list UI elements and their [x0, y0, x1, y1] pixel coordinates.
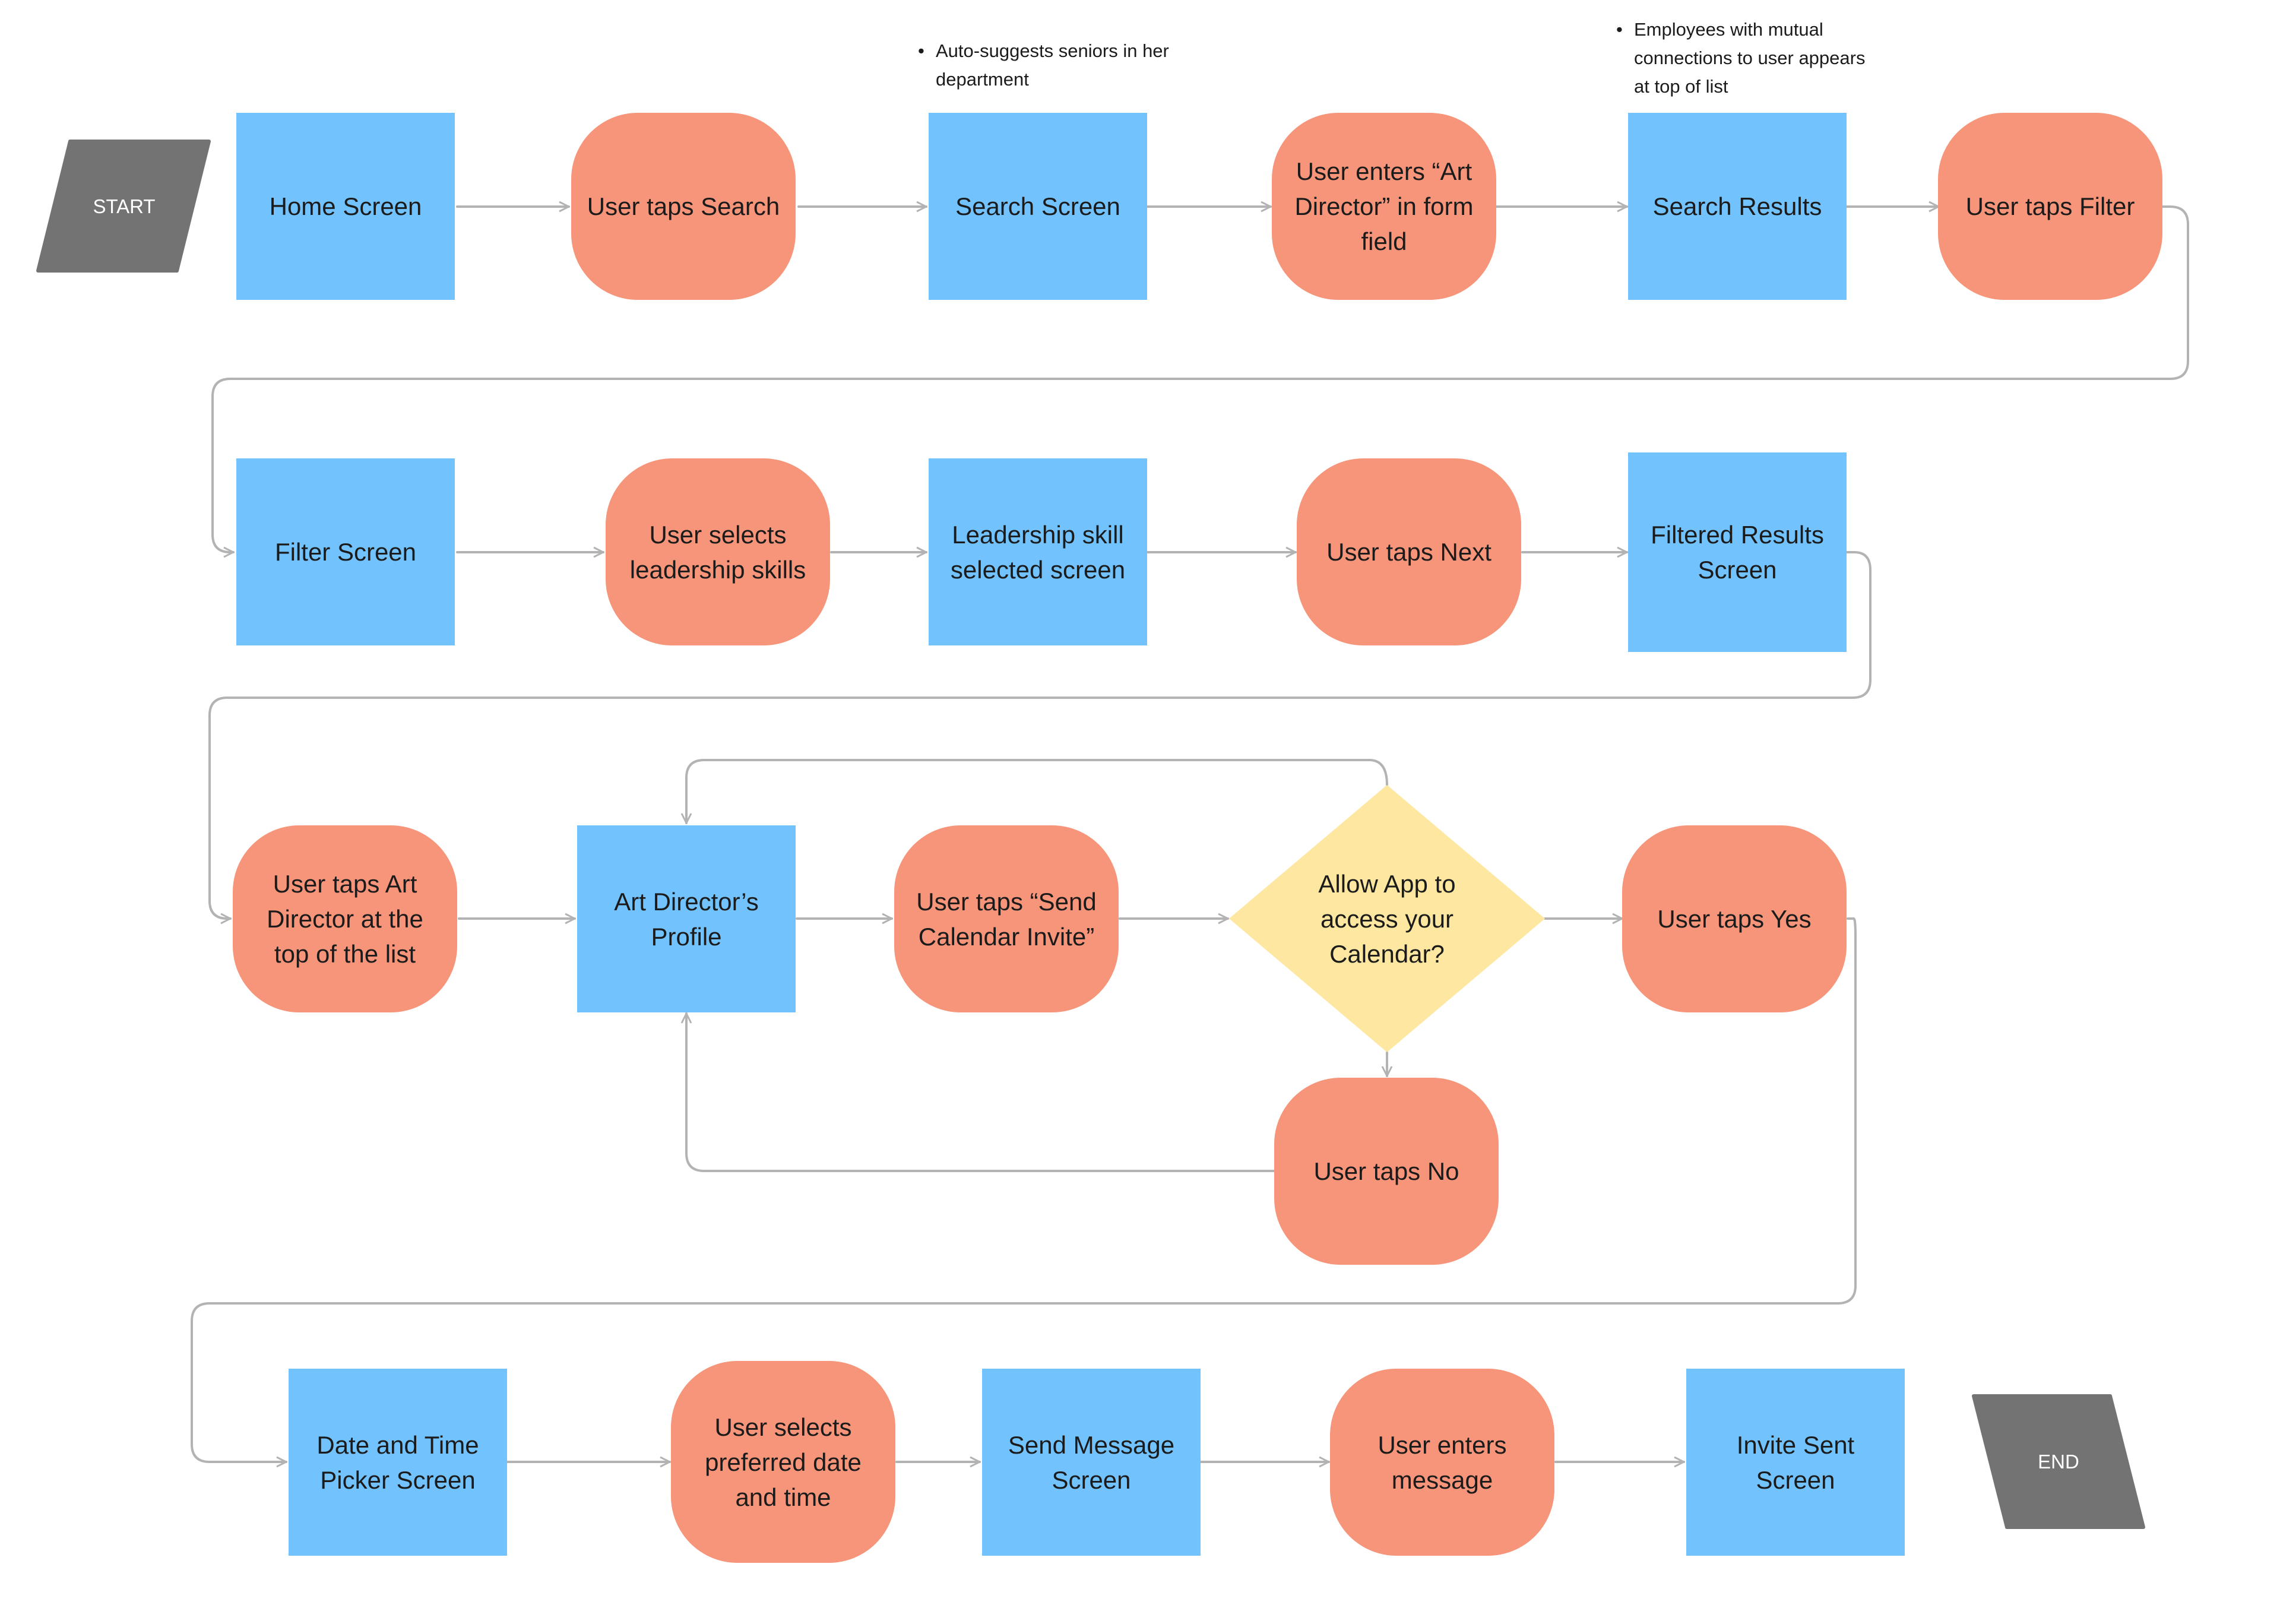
- invite-sent-screen-node: Invite Sent Screen: [1686, 1369, 1905, 1556]
- user-taps-next-node: User taps Next: [1297, 458, 1521, 645]
- filtered-results-screen-node: Filtered Results Screen: [1628, 452, 1847, 652]
- end-label: END: [2038, 1451, 2079, 1473]
- user-taps-art-director-node: User taps Art Director at the top of the…: [233, 825, 457, 1012]
- send-message-screen-node: Send Message Screen: [982, 1369, 1201, 1556]
- art-directors-profile-node: Art Director’s Profile: [577, 825, 796, 1012]
- calendar-access-decision-node: Allow App to access your Calendar?: [1229, 785, 1545, 1052]
- date-time-picker-screen-node: Date and Time Picker Screen: [289, 1369, 507, 1556]
- user-selects-leadership-skills-node: User selects leadership skills: [606, 458, 830, 645]
- parallelogram-shape: [36, 140, 211, 273]
- diamond-shape: [1229, 785, 1545, 1052]
- search-results-note: Employees with mutual connections to use…: [1616, 15, 1883, 101]
- home-screen-node: Home Screen: [236, 113, 455, 300]
- user-enters-message-node: User enters message: [1330, 1369, 1554, 1556]
- start-terminal: START: [36, 138, 213, 274]
- search-screen-node: Search Screen: [929, 113, 1147, 300]
- start-label: START: [93, 195, 156, 217]
- search-screen-note: Auto-suggests seniors in her department: [918, 37, 1209, 94]
- filter-screen-node: Filter Screen: [236, 458, 455, 645]
- parallelogram-shape: [1972, 1394, 2145, 1529]
- user-taps-no-node: User taps No: [1274, 1078, 1499, 1265]
- leadership-skill-selected-screen-node: Leadership skill selected screen: [929, 458, 1147, 645]
- search-results-node: Search Results: [1628, 113, 1847, 300]
- user-taps-send-calendar-invite-node: User taps “Send Calendar Invite”: [894, 825, 1119, 1012]
- user-selects-date-time-node: User selects preferred date and time: [671, 1361, 895, 1563]
- user-enters-art-director-node: User enters “Art Director” in form field: [1272, 113, 1496, 300]
- calendar-access-question: Allow App to access your Calendar?: [1318, 869, 1456, 968]
- user-taps-search-node: User taps Search: [571, 113, 796, 300]
- user-taps-filter-node: User taps Filter: [1938, 113, 2162, 300]
- end-terminal: END: [1970, 1392, 2147, 1531]
- user-taps-yes-node: User taps Yes: [1622, 825, 1847, 1012]
